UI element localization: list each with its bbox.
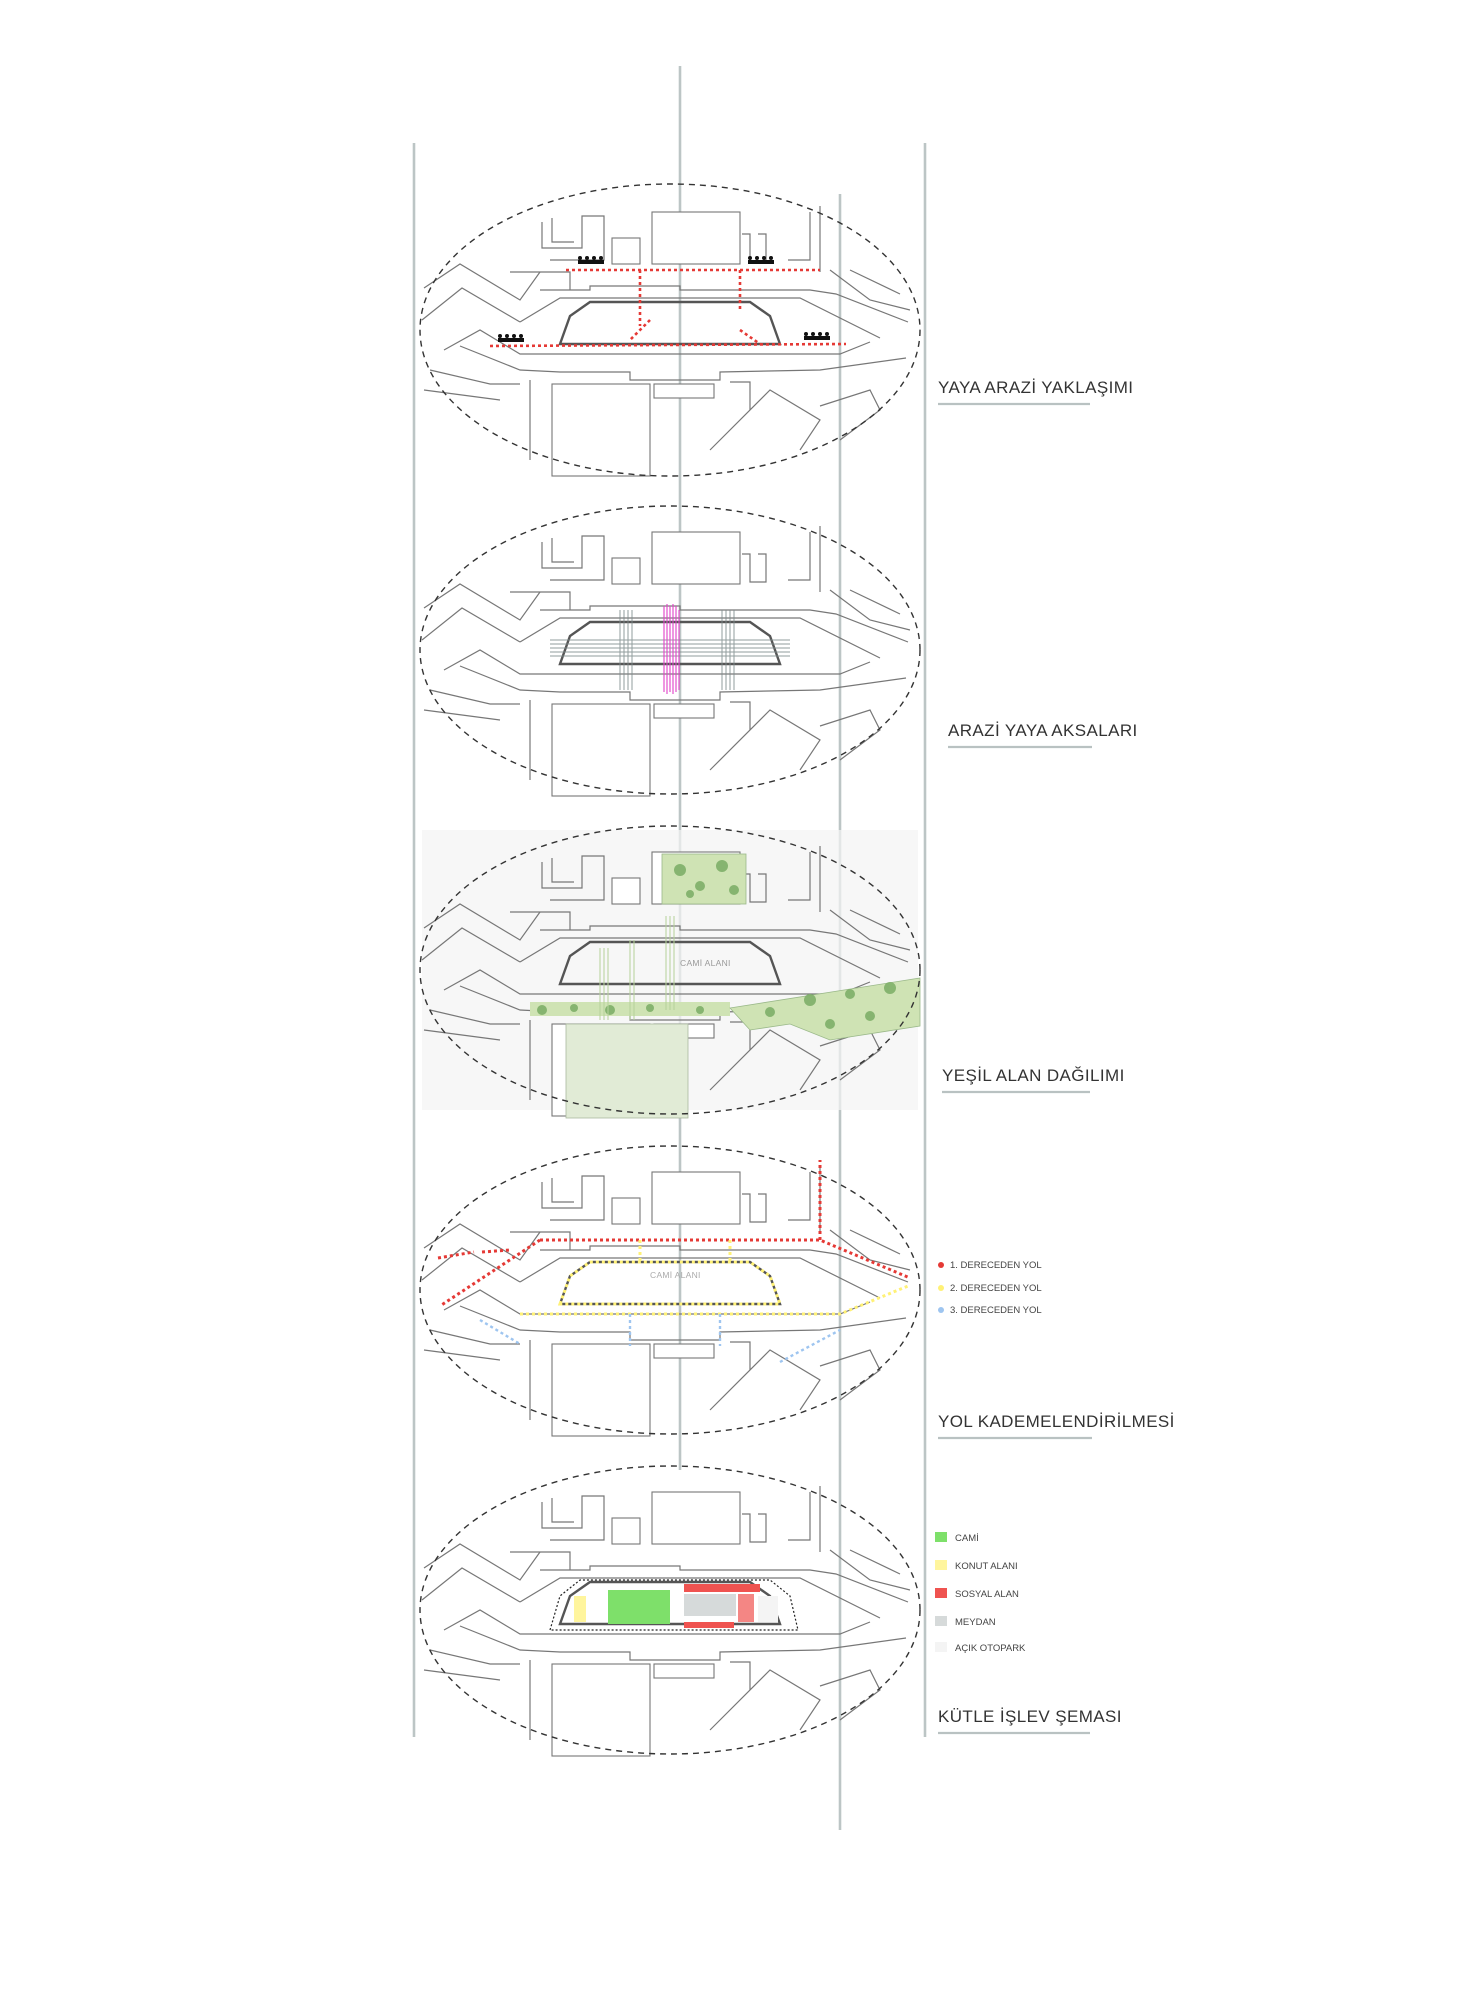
- section-title-axes: ARAZİ YAYA AKSALARI: [948, 721, 1138, 740]
- legend-label-meydan: MEYDAN: [955, 1617, 996, 1628]
- green-areas: [530, 853, 921, 1119]
- section-frame: [419, 1145, 921, 1435]
- block-sosyal-top: [684, 1584, 760, 1592]
- legend-label-konut: KONUT ALANI: [955, 1561, 1018, 1572]
- section-pedestrian-axes: [419, 505, 921, 798]
- legend-swatch-secondary: [938, 1285, 944, 1291]
- legend-swatch-konut: [935, 1560, 947, 1570]
- block-meydan: [684, 1594, 736, 1616]
- function-blocks: [574, 1584, 778, 1628]
- legend-label-tertiary: 3. DERECEDEN YOL: [950, 1305, 1042, 1316]
- legend-swatch-sosyal: [935, 1588, 947, 1598]
- road-legend: 1. DERECEDEN YOL 2. DERECEDEN YOL 3. DER…: [938, 1260, 1042, 1316]
- section-title-green: YEŞİL ALAN DAĞILIMI: [942, 1066, 1125, 1085]
- legend-swatch-primary: [938, 1262, 944, 1268]
- block-sosyal-bottom: [684, 1622, 734, 1628]
- legend-label-secondary: 2. DERECEDEN YOL: [950, 1283, 1042, 1294]
- block-cami: [608, 1590, 670, 1624]
- legend-label-otopark: AÇIK OTOPARK: [955, 1643, 1026, 1654]
- pedestrian-paths: [489, 268, 847, 348]
- section-pedestrian-approach: [419, 183, 921, 478]
- legend-swatch-cami: [935, 1532, 947, 1542]
- pink-axis: [663, 604, 680, 694]
- pedestrian-icons: [498, 256, 830, 342]
- tree-clusters: [537, 860, 896, 1029]
- legend-swatch-meydan: [935, 1616, 947, 1626]
- site-label: CAMİ ALANI: [680, 958, 731, 968]
- block-konut: [574, 1596, 586, 1622]
- site-label: CAMİ ALANI: [650, 1270, 701, 1280]
- legend-swatch-otopark: [935, 1642, 947, 1652]
- legend-swatch-tertiary: [938, 1307, 944, 1313]
- function-legend: CAMİ KONUT ALANI SOSYAL ALAN MEYDAN AÇIK…: [935, 1532, 1026, 1654]
- section-frame: [419, 505, 921, 795]
- section-title-pedestrian: YAYA ARAZİ YAKLAŞIMI: [938, 378, 1133, 397]
- legend-label-cami: CAMİ: [955, 1533, 979, 1544]
- section-road-hierarchy: CAMİ ALANI: [419, 1145, 921, 1438]
- section-title-roads: YOL KADEMELENDİRİLMESİ: [938, 1412, 1175, 1431]
- tertiary-roads: [479, 1314, 841, 1364]
- section-frame: [419, 183, 921, 477]
- section-frame: [419, 1465, 921, 1755]
- green-axes: [599, 916, 675, 1020]
- legend-label-primary: 1. DERECEDEN YOL: [950, 1260, 1042, 1271]
- block-sosyal-right: [738, 1594, 754, 1622]
- section-title-mass: KÜTLE İŞLEV ŞEMASI: [938, 1707, 1122, 1726]
- secondary-roads: [520, 1240, 909, 1316]
- primary-roads: [437, 1160, 911, 1308]
- legend-label-sosyal: SOSYAL ALAN: [955, 1589, 1019, 1600]
- section-frame: [419, 825, 921, 1115]
- block-otopark: [758, 1596, 778, 1622]
- section-green-distribution: CAMİ ALANI: [419, 825, 921, 1119]
- section-mass-function: [419, 1465, 921, 1758]
